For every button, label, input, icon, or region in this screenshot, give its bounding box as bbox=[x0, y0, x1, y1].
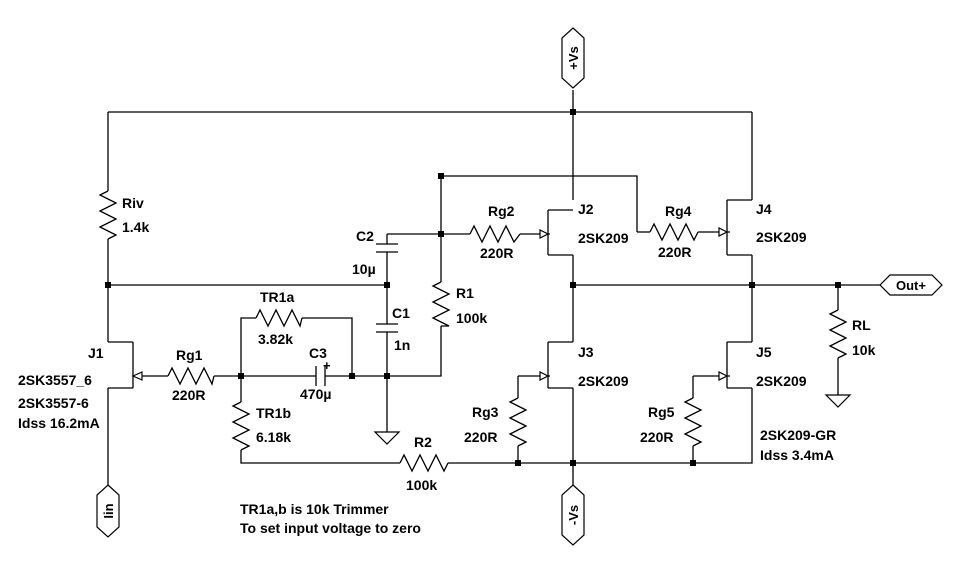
flag-out: Out+ bbox=[879, 274, 943, 296]
ground-c1 bbox=[373, 431, 401, 445]
resistor-rg2 bbox=[469, 224, 521, 244]
flag-vminus-label: -Vs bbox=[566, 505, 581, 525]
tr1a-value: 3.82k bbox=[258, 331, 293, 347]
c3-value: 470µ bbox=[300, 386, 331, 402]
capacitor-c3 bbox=[306, 366, 335, 386]
capacitor-c1 bbox=[376, 323, 398, 333]
j3-model: 2SK209 bbox=[578, 373, 629, 389]
j1-part: 2SK3557-6 bbox=[18, 395, 89, 411]
ground-symbols bbox=[373, 394, 852, 445]
flag-vplus: +Vs bbox=[561, 27, 585, 89]
rg4-name: Rg4 bbox=[665, 203, 692, 219]
resistors bbox=[98, 190, 848, 473]
c3-plus-mark: + bbox=[323, 358, 331, 373]
note-jfet-idss: Idss 3.4mA bbox=[760, 447, 834, 463]
riv-value: 1.4k bbox=[122, 219, 149, 235]
j1-idss: Idss 16.2mA bbox=[18, 415, 100, 431]
j4-gate-arrow bbox=[718, 227, 729, 237]
capacitors: + bbox=[306, 243, 398, 386]
resistor-r2 bbox=[399, 453, 449, 473]
j1-model: 2SK3557_6 bbox=[18, 372, 92, 388]
flag-out-label: Out+ bbox=[896, 278, 926, 293]
resistor-tr1a bbox=[255, 308, 303, 328]
flag-in: Iin bbox=[96, 484, 120, 538]
resistor-tr1b bbox=[231, 401, 251, 451]
c3-name: C3 bbox=[309, 345, 327, 361]
tr1a-name: TR1a bbox=[260, 289, 294, 305]
j2-name: J2 bbox=[578, 201, 594, 217]
riv-name: Riv bbox=[122, 195, 144, 211]
rg1-value: 220R bbox=[172, 387, 205, 403]
resistor-rg4 bbox=[649, 222, 699, 242]
rg2-value: 220R bbox=[480, 245, 513, 261]
tr1b-value: 6.18k bbox=[256, 429, 291, 445]
j2-gate-arrow bbox=[539, 229, 550, 239]
j3-name: J3 bbox=[578, 344, 594, 360]
tr1b-name: TR1b bbox=[256, 405, 291, 421]
resistor-rl bbox=[828, 309, 848, 359]
j3-gate-arrow bbox=[539, 371, 550, 381]
junction-dots bbox=[105, 109, 841, 466]
rl-value: 10k bbox=[852, 342, 876, 358]
j2-model: 2SK209 bbox=[578, 230, 629, 246]
r1-name: R1 bbox=[456, 285, 474, 301]
c1-name: C1 bbox=[392, 305, 410, 321]
c2-value: 10µ bbox=[352, 261, 376, 277]
j4-model: 2SK209 bbox=[756, 229, 807, 245]
rg5-name: Rg5 bbox=[648, 404, 675, 420]
ground-rl bbox=[824, 394, 852, 408]
jfet-arrows bbox=[131, 227, 729, 381]
j5-model: 2SK209 bbox=[756, 373, 807, 389]
flag-vplus-label: +Vs bbox=[566, 46, 581, 70]
j4-name: J4 bbox=[756, 201, 772, 217]
component-labels: Riv 1.4k J1 2SK3557_6 2SK3557-6 Idss 16.… bbox=[18, 195, 876, 493]
resistor-riv bbox=[98, 190, 118, 240]
j1-gate-arrow bbox=[131, 371, 143, 381]
wires bbox=[107, 90, 880, 485]
r2-value: 100k bbox=[406, 477, 437, 493]
note-trimmer-line1: TR1a,b is 10k Trimmer bbox=[240, 501, 389, 517]
rg2-name: Rg2 bbox=[488, 203, 515, 219]
resistor-rg5 bbox=[683, 397, 703, 447]
j5-name: J5 bbox=[756, 344, 772, 360]
flag-vminus: -Vs bbox=[561, 484, 585, 546]
rg3-value: 220R bbox=[464, 429, 497, 445]
note-jfet-grade: 2SK209-GR bbox=[760, 427, 836, 443]
c2-name: C2 bbox=[356, 228, 374, 244]
resistor-rg1 bbox=[167, 366, 215, 386]
rg5-value: 220R bbox=[640, 429, 673, 445]
rg4-value: 220R bbox=[658, 244, 691, 260]
note-trimmer-line2: To set input voltage to zero bbox=[240, 520, 421, 536]
resistor-r1 bbox=[431, 281, 451, 327]
c1-value: 1n bbox=[394, 337, 410, 353]
notes: 2SK209-GR Idss 3.4mA TR1a,b is 10k Trimm… bbox=[240, 427, 836, 536]
rg1-name: Rg1 bbox=[176, 347, 203, 363]
capacitor-c2 bbox=[376, 243, 398, 253]
r2-name: R2 bbox=[414, 434, 432, 450]
rl-name: RL bbox=[852, 317, 871, 333]
j5-gate-arrow bbox=[718, 371, 729, 381]
j1-name: J1 bbox=[88, 345, 104, 361]
resistor-rg3 bbox=[508, 397, 528, 447]
flag-in-label: Iin bbox=[101, 503, 116, 518]
rg3-name: Rg3 bbox=[472, 404, 499, 420]
r1-value: 100k bbox=[456, 310, 487, 326]
